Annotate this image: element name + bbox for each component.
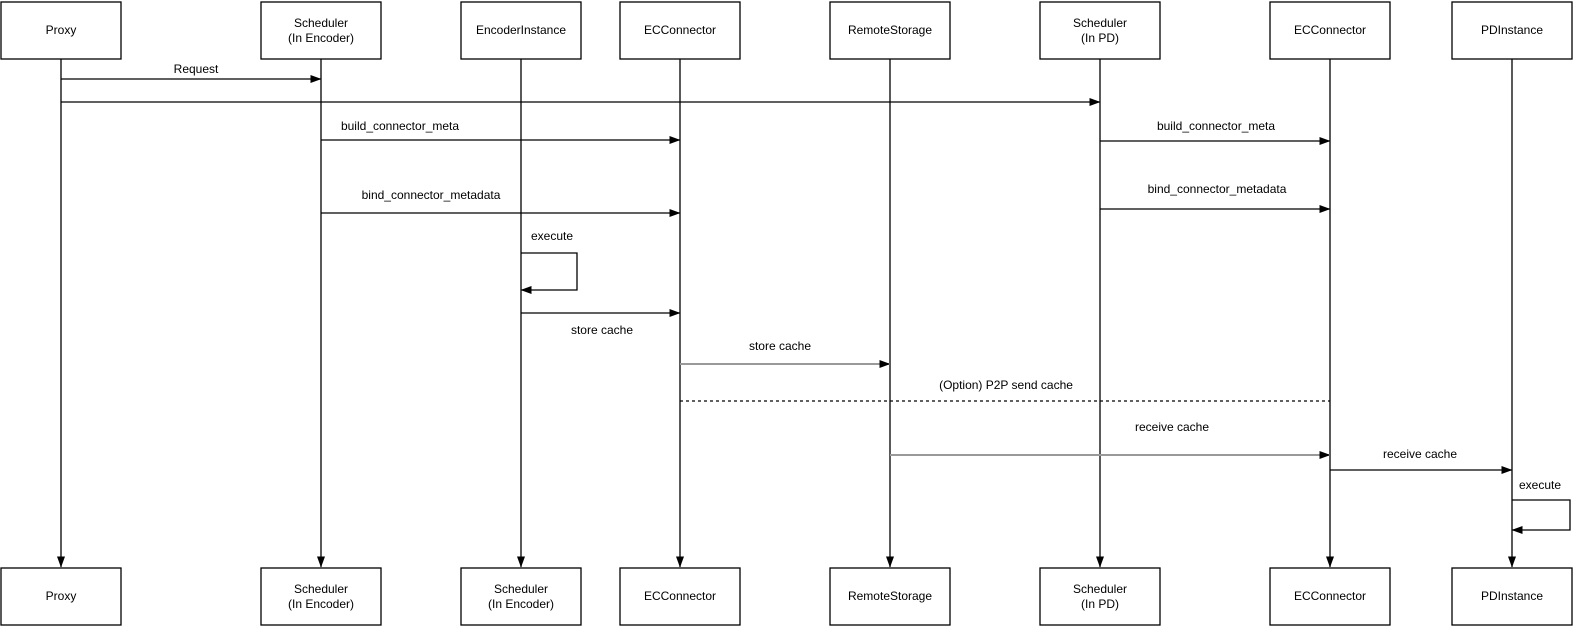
- participant-top-box-ec-connector-pd: [1269, 1, 1391, 60]
- participant-bottom-box-ec-connector-encoder: [619, 567, 741, 626]
- participant-top-box-scheduler-encoder: [260, 1, 382, 60]
- participant-top-box-encoder-instance: [460, 1, 582, 60]
- participant-top-box-scheduler-pd: [1039, 1, 1161, 60]
- participant-bottom-box-encoder-instance: [460, 567, 582, 626]
- self-message-arrow-6-execute: [520, 252, 578, 294]
- self-message-arrow-12-execute: [1511, 499, 1571, 534]
- participant-bottom-box-scheduler-encoder: [260, 567, 382, 626]
- participant-top-box-ec-connector-encoder: [619, 1, 741, 60]
- participant-bottom-box-proxy: [0, 567, 122, 626]
- participant-top-box-pd-instance: [1451, 1, 1573, 60]
- participant-top-box-remote-storage: [829, 1, 951, 60]
- participant-top-box-proxy: [0, 1, 122, 60]
- participant-bottom-box-remote-storage: [829, 567, 951, 626]
- participant-bottom-box-ec-connector-pd: [1269, 567, 1391, 626]
- participant-bottom-box-pd-instance: [1451, 567, 1573, 626]
- participant-bottom-box-scheduler-pd: [1039, 567, 1161, 626]
